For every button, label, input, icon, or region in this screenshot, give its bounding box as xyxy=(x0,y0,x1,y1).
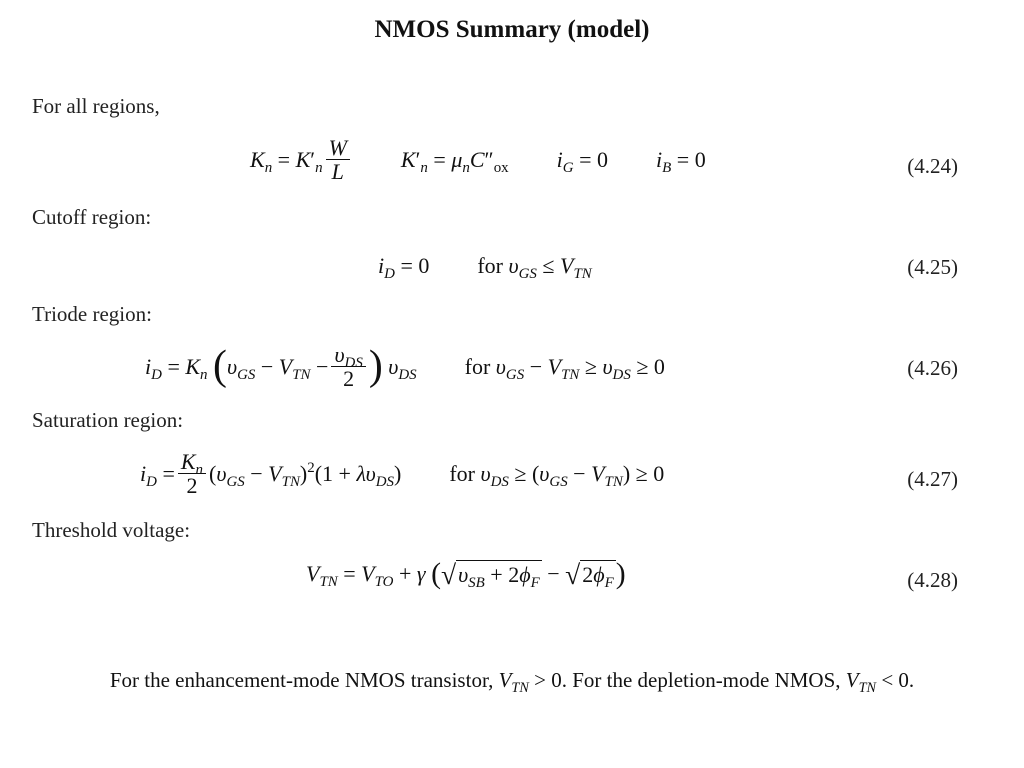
section-cutoff: Cutoff region: xyxy=(32,205,152,229)
equation-number-4-25: (4.25) xyxy=(907,255,958,279)
condition-for: for xyxy=(464,353,491,379)
section-saturation: Saturation region: xyxy=(32,408,184,432)
page-title: NMOS Summary (model) xyxy=(374,16,650,43)
condition-for: for xyxy=(449,460,475,486)
equation-number-4-27: (4.27) xyxy=(907,467,958,491)
equation-4-25: iD = 0 for υGS ≤ VTN xyxy=(378,253,592,283)
equation-number-4-26: (4.26) xyxy=(907,356,958,380)
equation-4-28: VTN = VTO + γ ( √υSB + 2ϕF − √2ϕF ) xyxy=(306,557,626,592)
section-threshold: Threshold voltage: xyxy=(32,518,191,542)
footer-note: For the enhancement-mode NMOS transistor… xyxy=(109,668,915,696)
section-triode: Triode region: xyxy=(32,302,152,326)
equation-number-4-24: (4.24) xyxy=(907,154,958,178)
section-all-regions: For all regions, xyxy=(32,94,160,118)
condition-for: for xyxy=(477,253,504,278)
equation-number-4-28: (4.28) xyxy=(907,568,958,592)
